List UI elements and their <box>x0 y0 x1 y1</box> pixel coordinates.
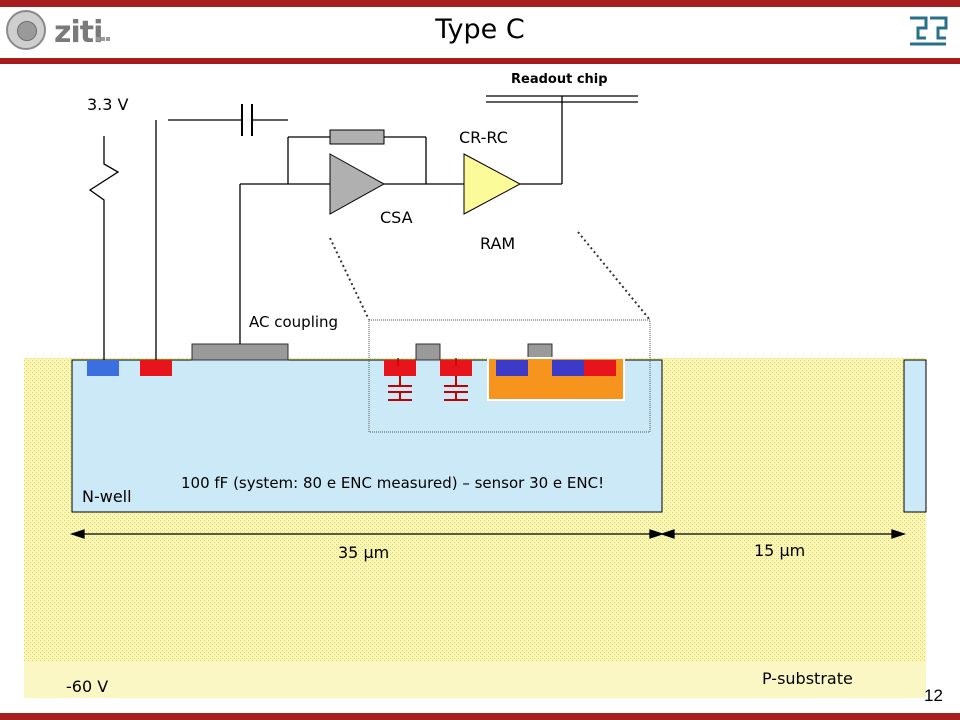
institute-logo-icon <box>910 16 948 46</box>
parasitic-capacitor-2 <box>444 376 468 401</box>
csa-label: CSA <box>380 208 413 227</box>
guard-ring-n-well <box>903 359 927 513</box>
ac-coupling-label: AC coupling <box>249 313 339 331</box>
n-plus-diffusion-1 <box>496 360 528 376</box>
p-plus-diffusion-2 <box>440 360 472 376</box>
capacitance-note: 100 fF (system: 80 e ENC measured) – sen… <box>181 474 605 492</box>
feedback-resistor <box>329 129 385 145</box>
zoom-guide-right <box>577 231 651 321</box>
ziti-logo: ziti <box>54 15 103 50</box>
readout-chip-label: Readout chip <box>511 72 608 87</box>
top-accent-bar <box>0 0 960 7</box>
p-substrate-label: P-substrate <box>762 669 853 688</box>
bottom-accent-bar <box>0 713 960 720</box>
detail-zoom-box <box>368 319 651 433</box>
width-15um-label: 15 µm <box>754 541 806 560</box>
dimension-arrow-15um <box>659 529 907 539</box>
width-35um-label: 35 µm <box>338 543 390 562</box>
p-plus-diffusion-3 <box>584 360 616 376</box>
slide-title: Type C <box>435 14 525 45</box>
ram-label: RAM <box>480 234 516 253</box>
cr-rc-label: CR-RC <box>459 128 508 147</box>
nmos-gate-1 <box>415 343 441 361</box>
p-plus-contact <box>140 360 172 376</box>
csa-amplifier <box>329 153 386 215</box>
ac-coupling-capacitor-plate <box>191 343 289 361</box>
parasitic-capacitor-1 <box>388 376 412 401</box>
p-plus-diffusion-1 <box>384 360 416 376</box>
page-number: 12 <box>924 686 943 705</box>
header-divider-bar <box>0 58 960 64</box>
university-seal-logo <box>6 10 46 50</box>
zoom-guide-left <box>329 237 370 321</box>
dimension-arrow-35um <box>69 529 665 539</box>
bias-voltage-label: -60 V <box>66 677 109 696</box>
p-substrate-bottom-band <box>24 662 926 698</box>
device-connection-lines <box>397 358 457 366</box>
n-plus-contact <box>87 360 119 376</box>
cr-rc-shaper-amplifier <box>463 153 522 215</box>
n-well-label: N-well <box>82 487 132 506</box>
circuit-wiring <box>88 95 638 360</box>
n-plus-diffusion-2 <box>552 360 584 376</box>
supply-voltage-label: 3.3 V <box>87 95 129 114</box>
ziti-logo-dots <box>96 26 111 45</box>
